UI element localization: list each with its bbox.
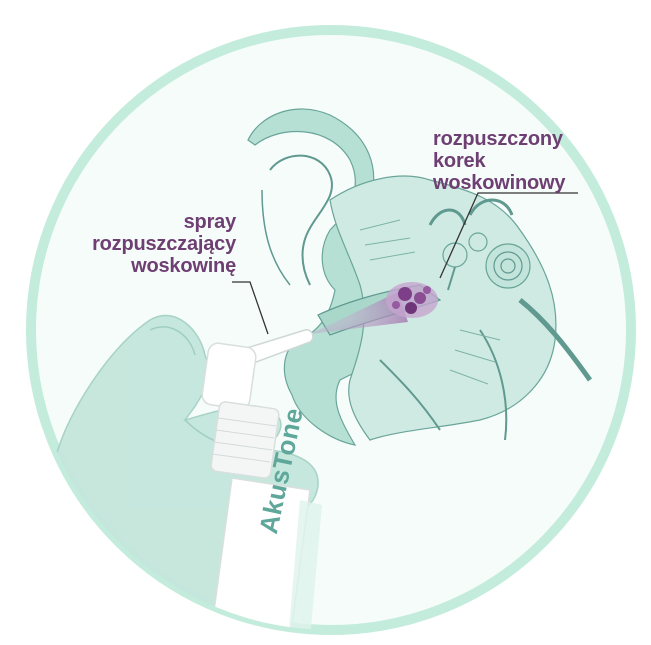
callout-spray: spray rozpuszczający woskowinę bbox=[78, 211, 236, 277]
callout-wax-line-3: woskowinowy bbox=[433, 172, 633, 194]
callout-wax-line-2: korek bbox=[433, 150, 633, 172]
callout-spray-line-3: woskowinę bbox=[78, 255, 236, 277]
earwax-plug-icon bbox=[386, 282, 438, 318]
callout-wax-plug: rozpuszczony korek woskowinowy bbox=[433, 128, 633, 194]
callout-spray-line-2: rozpuszczający bbox=[78, 233, 236, 255]
callout-wax-line-1: rozpuszczony bbox=[433, 128, 633, 150]
callout-spray-line-1: spray bbox=[78, 211, 236, 233]
